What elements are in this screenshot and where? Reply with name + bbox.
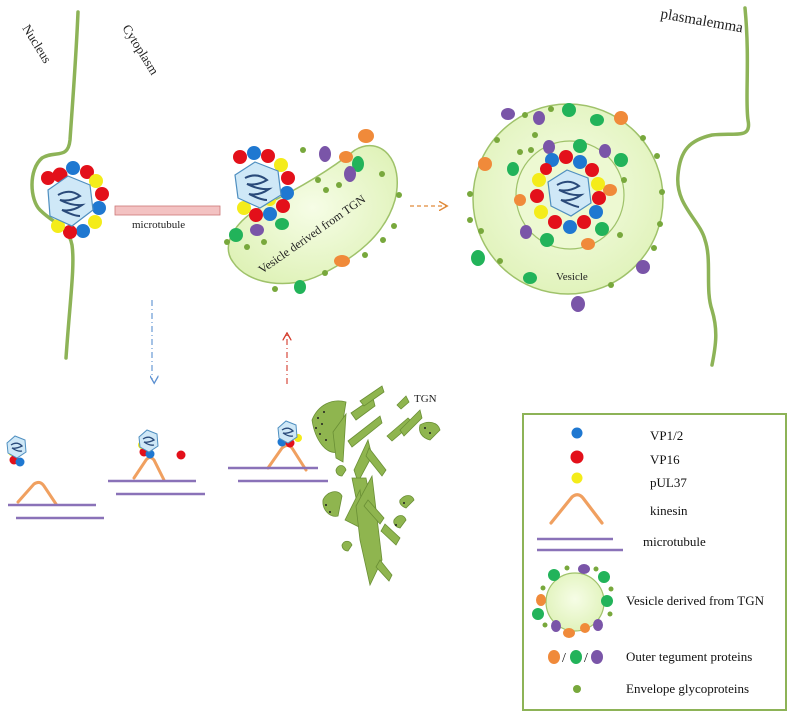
legend-label-pul37: pUL37: [650, 475, 687, 490]
legend-label-vesicle: Vesicle derived from TGN: [626, 593, 765, 608]
cytoplasm-label: Cytoplasm: [119, 22, 162, 78]
vp16-dot-icon: [570, 450, 584, 464]
tgn-vesicle: Vesicle derived from TGN: [224, 129, 402, 294]
legend-label-vp12: VP1/2: [650, 428, 683, 443]
viral-genome: [57, 190, 86, 217]
step-1-kinesin: [6, 435, 104, 520]
legend-label-vp16: VP16: [650, 452, 680, 467]
plasma-membrane: [676, 6, 751, 367]
pul37-dot-icon: [571, 472, 583, 484]
tgn-label: TGN: [414, 393, 437, 405]
microtubule-bar-label: microtubule: [132, 219, 185, 231]
capsid-at-nucleus: [41, 161, 109, 239]
nucleus-label: Nucleus: [19, 22, 54, 66]
vesicle-label: Vesicle: [556, 271, 588, 283]
tgn-vesicle-dots: [315, 411, 431, 526]
kinesin-icon: [549, 493, 604, 525]
svg-text:/: /: [562, 651, 566, 666]
outer-tegument-icons: / /: [548, 650, 603, 666]
legend-label-outer-tegument: Outer tegument proteins: [626, 649, 752, 664]
legend: VP1/2 VP16 pUL37 kinesin microtubule: [522, 413, 787, 711]
mature-vesicle: Vesicle: [467, 103, 665, 312]
legend-label-microtubule: microtubule: [643, 534, 706, 549]
envelope-glycoprotein-icon: [573, 685, 581, 693]
step-2-kinesin: [108, 429, 205, 496]
microtubule-bar: [114, 205, 221, 216]
capsid-hexagon: [47, 175, 94, 227]
svg-text:/: /: [584, 651, 588, 666]
nuclear-membrane: [30, 10, 80, 360]
vp12-dot-icon: [571, 427, 583, 439]
vesicle-icon: [532, 564, 614, 638]
legend-label-kinesin: kinesin: [650, 503, 688, 518]
legend-label-envelope: Envelope glycoproteins: [626, 681, 749, 696]
step-3-kinesin: [228, 420, 328, 483]
plasmalemma-label: plasmalemma: [659, 6, 744, 36]
microtubule-icon: [537, 537, 623, 552]
trans-golgi-network: [311, 385, 441, 587]
legend-box: [522, 413, 787, 711]
